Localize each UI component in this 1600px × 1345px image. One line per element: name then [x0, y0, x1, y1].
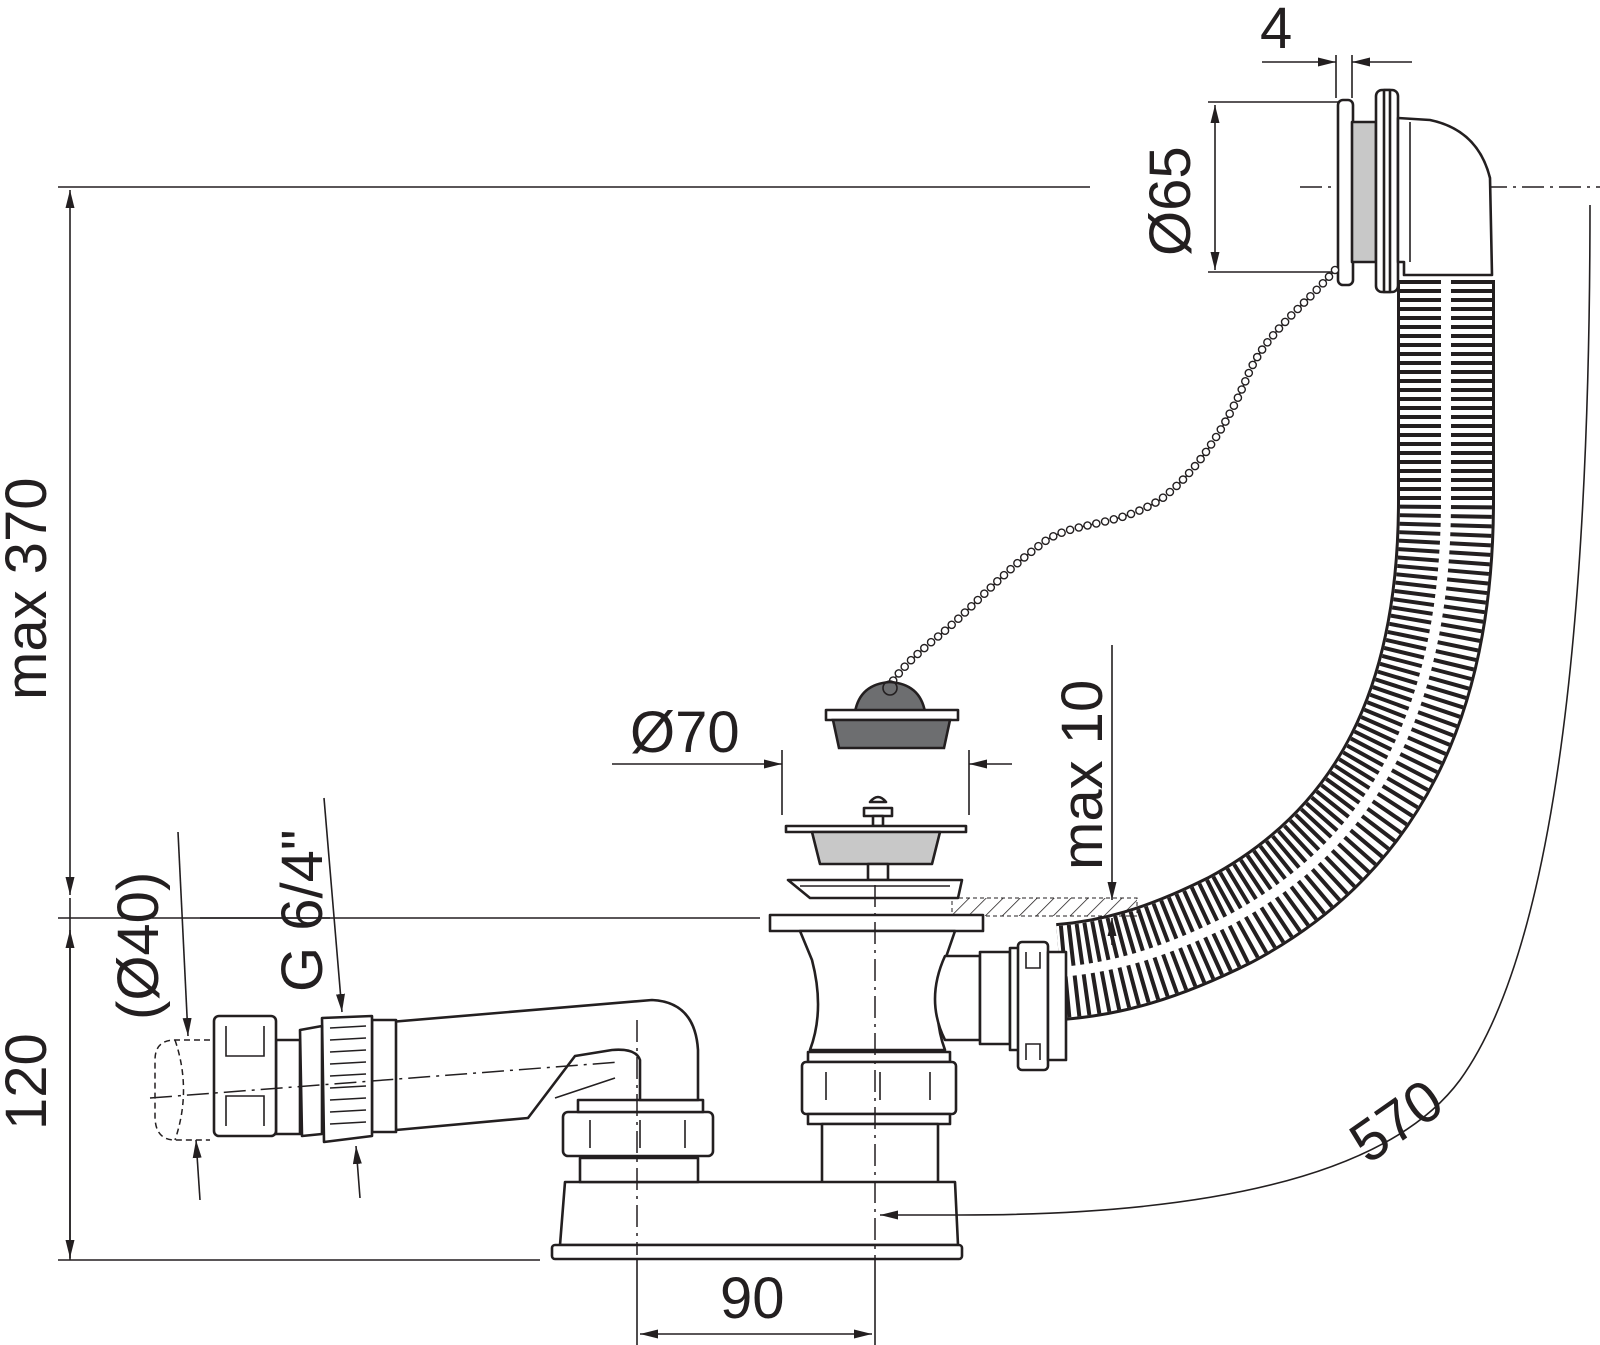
- chain-bead: [1330, 265, 1340, 275]
- dimension-overflow-diameter: Ø65: [1138, 101, 1340, 273]
- chain-bead: [1100, 517, 1110, 526]
- chain-bead: [1013, 558, 1022, 568]
- chain-bead: [1257, 345, 1267, 354]
- chain-bead: [1151, 498, 1160, 507]
- trap-offset-label: 90: [720, 1266, 785, 1331]
- chain-bead: [1263, 337, 1272, 347]
- dimension-overflow-gap: 4: [1260, 0, 1412, 98]
- drain-strainer: [784, 795, 968, 882]
- chain-bead: [894, 669, 904, 678]
- chain-bead: [1324, 272, 1334, 282]
- dimension-plug-diameter: Ø70: [612, 700, 1012, 815]
- chain-bead: [993, 577, 1002, 586]
- chain-bead: [973, 595, 983, 605]
- chain-bead: [1225, 409, 1234, 419]
- plug-stopper: [824, 680, 960, 750]
- chain-bead: [1196, 454, 1205, 464]
- plug-chain: [888, 265, 1340, 686]
- chain-bead: [1244, 368, 1254, 378]
- outlet-diameter-label: (Ø40): [106, 872, 171, 1020]
- chain-bead: [986, 583, 996, 592]
- chain-bead: [1248, 360, 1257, 370]
- dimension-outlet-diameter: (Ø40): [106, 831, 202, 1201]
- chain-bead: [1027, 547, 1036, 557]
- dimension-max-thickness: max 10: [1050, 645, 1117, 945]
- chain-bead: [1109, 515, 1119, 524]
- chain-bead: [1083, 521, 1092, 530]
- chain-bead: [1216, 425, 1226, 434]
- chain-bead: [1229, 401, 1239, 411]
- chain-bead: [933, 632, 943, 641]
- chain-bead: [1158, 493, 1168, 503]
- chain-bead: [1237, 385, 1246, 394]
- dimension-max-height: max 370: [0, 186, 1090, 895]
- chain-bead: [1065, 525, 1075, 535]
- chain-bead: [999, 570, 1009, 580]
- overflow-head: [1336, 88, 1494, 294]
- chain-bead: [960, 608, 970, 617]
- chain-bead: [1241, 376, 1250, 386]
- outlet-elbow: [154, 998, 700, 1144]
- chain-bead: [1190, 461, 1200, 471]
- max-thickness-label: max 10: [1050, 680, 1115, 870]
- chain-bead: [920, 643, 929, 653]
- chain-bead: [1172, 481, 1181, 491]
- chain-bead: [1299, 298, 1309, 307]
- chain-bead: [940, 626, 950, 636]
- max-height-label: max 370: [0, 478, 59, 700]
- chain-bead: [967, 602, 976, 611]
- chain-bead: [947, 620, 957, 630]
- chain-bead: [1206, 440, 1216, 449]
- chain-bead: [1280, 317, 1290, 327]
- chain-bead: [980, 589, 989, 599]
- outlet-centerline: [149, 1061, 621, 1099]
- chain-bead: [1034, 541, 1043, 551]
- chain-bead: [1252, 352, 1262, 362]
- chain-bead: [1178, 475, 1188, 484]
- chain-bead: [1049, 532, 1058, 541]
- chain-bead: [1293, 304, 1302, 314]
- chain-bead: [926, 637, 936, 647]
- dimension-base-height: 120: [0, 898, 760, 1261]
- trap-base: [550, 1098, 964, 1261]
- outlet-thread-label: G 6/4": [270, 830, 335, 992]
- plug-diameter-label: Ø70: [630, 700, 740, 765]
- dimension-outlet-thread: G 6/4": [200, 797, 362, 1199]
- chain-bead: [1074, 523, 1084, 532]
- bath-rim-hatch: [951, 897, 1138, 917]
- chain-bead: [1221, 417, 1230, 426]
- chain-bead: [1135, 506, 1144, 515]
- chain-bead: [913, 649, 922, 659]
- chain-bead: [900, 662, 910, 672]
- chain-bead: [1233, 393, 1243, 403]
- chain-bead: [1126, 509, 1136, 519]
- chain-bead: [1287, 311, 1296, 320]
- chain-bead: [1211, 432, 1221, 442]
- overflow-diameter-label: Ø65: [1138, 146, 1203, 256]
- chain-bead: [1201, 447, 1211, 457]
- base-height-label: 120: [0, 1033, 59, 1130]
- chain-bead: [1306, 291, 1315, 301]
- chain-bead: [1268, 330, 1278, 340]
- chain-bead: [1165, 487, 1175, 497]
- chain-bead: [1092, 519, 1101, 528]
- chain-bead: [1006, 564, 1015, 574]
- chain-bead: [1312, 285, 1321, 295]
- corrugated-hose: [1055, 280, 1495, 1021]
- chain-bead: [1118, 512, 1127, 522]
- chain-bead: [1318, 278, 1328, 288]
- drain-body: [768, 878, 1068, 1186]
- chain-bead: [906, 655, 916, 665]
- chain-bead: [1143, 502, 1152, 512]
- chain-bead: [1041, 536, 1050, 546]
- dimension-trap-offset: 90: [636, 1260, 876, 1345]
- chain-bead: [1020, 553, 1029, 562]
- chain-bead: [954, 614, 963, 624]
- chain-bead: [1274, 324, 1284, 333]
- chain-bead: [1057, 528, 1066, 538]
- pipe-length-label: 570: [1338, 1067, 1455, 1176]
- chain-bead: [1184, 468, 1194, 478]
- overflow-gap-label: 4: [1260, 0, 1292, 61]
